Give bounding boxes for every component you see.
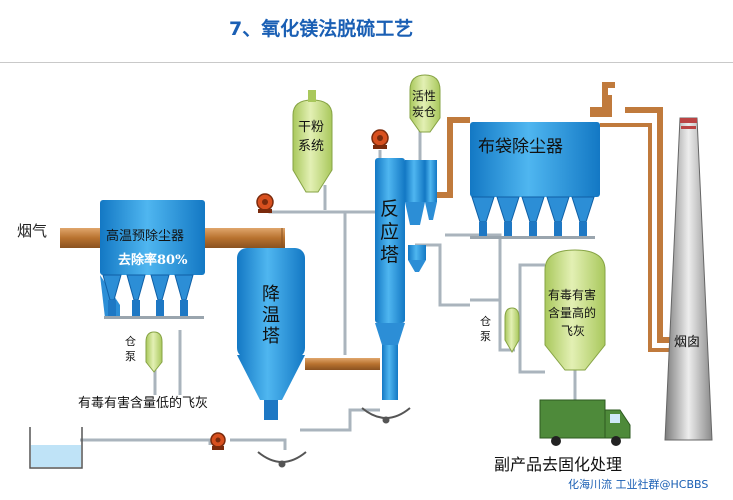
bag-filter xyxy=(470,122,600,239)
reactor-label-1: 反 xyxy=(380,198,399,220)
gray-piping xyxy=(80,120,577,450)
high-ash-label-2: 含量高的 xyxy=(548,305,596,320)
activated-carbon-silo xyxy=(409,74,441,133)
page-title: 7、氧化镁法脱硫工艺 xyxy=(229,18,414,40)
dry-powder-label-2: 系统 xyxy=(298,139,324,154)
ash-conveyor-right xyxy=(361,407,411,424)
dry-powder-label-1: 干粉 xyxy=(298,120,324,135)
high-ash-label-3: 飞灰 xyxy=(561,324,585,338)
carbon-silo-label-1: 活性 xyxy=(412,89,436,103)
high-toxic-ash-silo xyxy=(544,249,606,371)
bag-filter-label: 布袋除尘器 xyxy=(478,137,563,157)
cooling-tower xyxy=(237,248,305,420)
reactor-label-2: 应 xyxy=(380,221,399,243)
removal-rate-label: 去除率80% xyxy=(118,252,188,268)
chimney-label: 烟囱 xyxy=(674,335,700,350)
dry-powder-silo xyxy=(292,90,333,193)
carbon-silo-label-2: 炭仓 xyxy=(412,105,436,119)
pre-collector xyxy=(100,200,205,319)
water-tank xyxy=(29,427,83,469)
water-pump-icon xyxy=(210,432,226,450)
pre-collector-label: 高温预除尘器 xyxy=(106,228,184,244)
silo-pump-right xyxy=(504,307,520,353)
silo-pump-right-label-1: 仓 xyxy=(480,314,491,328)
ash-conveyor-left xyxy=(257,451,307,468)
low-toxic-ash-label: 有毒有害含量低的飞灰 xyxy=(78,395,208,411)
title-divider xyxy=(0,62,733,63)
high-ash-label-1: 有毒有害 xyxy=(548,287,596,302)
truck-icon xyxy=(539,399,631,446)
cooling-tower-label-3: 塔 xyxy=(262,326,280,347)
silo-pump-left-label-2: 泵 xyxy=(125,350,136,363)
watermark: 化海川流 工业社群@HCBBS xyxy=(568,477,708,491)
cooling-tower-label-2: 温 xyxy=(262,305,280,326)
chimney xyxy=(664,117,713,441)
flue-gas-label: 烟气 xyxy=(17,222,47,240)
cooling-tower-label-1: 降 xyxy=(262,284,280,305)
silo-pump-left-label-1: 仓 xyxy=(125,334,136,348)
silo-pump-left xyxy=(145,331,163,373)
silo-pump-right-label-2: 泵 xyxy=(480,330,491,343)
reactor-label-3: 塔 xyxy=(380,244,399,266)
reactor-tower xyxy=(371,129,437,400)
byproduct-label: 副产品去固化处理 xyxy=(494,455,622,474)
fan-icon xyxy=(256,193,274,213)
